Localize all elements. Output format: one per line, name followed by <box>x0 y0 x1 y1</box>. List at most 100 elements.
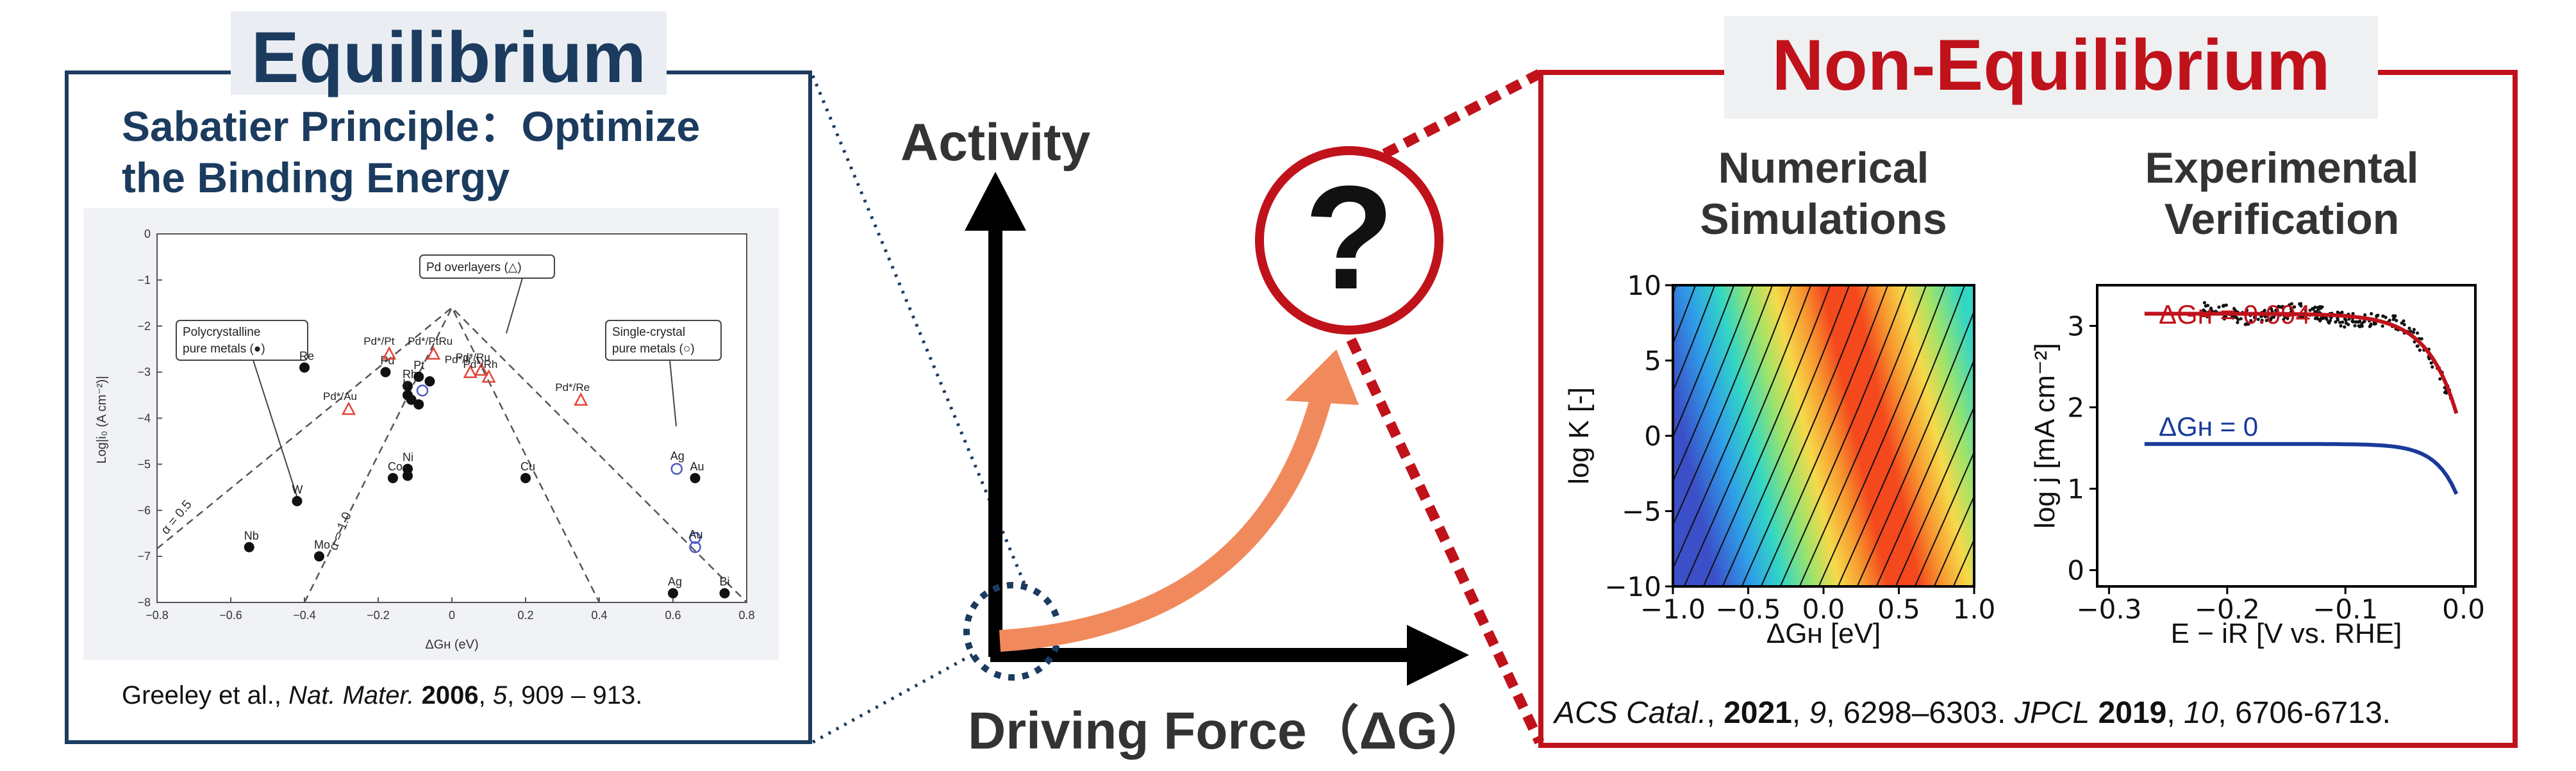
exp-data-point <box>2224 303 2228 307</box>
exp-data-point <box>2343 325 2347 329</box>
pd-overlayer-point <box>474 362 489 376</box>
volcano-ytick-label: −6 <box>137 504 151 517</box>
exp-data-point <box>2391 314 2395 318</box>
exp-data-point <box>2314 317 2318 320</box>
heatmap-contour <box>1673 285 1735 439</box>
exp-data-point <box>2375 314 2379 318</box>
heatmap-xtick-label: 0.5 <box>1877 593 1920 625</box>
exp-data-point <box>2308 308 2312 312</box>
exp-data-point <box>2249 319 2253 322</box>
pd-overlayer-point <box>481 369 496 383</box>
exp-data-point <box>2407 326 2411 330</box>
volcano-plot: Log|i₀ (A cm⁻²)| ΔGʜ (eV) −0.8−0.6−0.4−0… <box>95 228 755 652</box>
exp-ytick-label: 0 <box>2067 555 2084 586</box>
heatmap-contour <box>1673 285 1754 483</box>
exp-data-point <box>2299 304 2303 308</box>
box-poly-line1: Polycrystalline <box>183 326 260 339</box>
non-equilibrium-citation: ACS Catal., 2021, 9, 6298–6303. JPCL 201… <box>1552 696 2391 730</box>
exp-data-point <box>2239 317 2243 320</box>
metal-point <box>388 472 398 483</box>
metal-point-label: Re <box>299 349 314 362</box>
metal-point-label: Bi <box>720 576 730 588</box>
orange-curve-arrow <box>999 397 1331 652</box>
volcano-xtick-label: −0.6 <box>219 609 242 622</box>
heatmap-ylabel: log K [-] <box>1563 387 1595 485</box>
metal-point <box>299 362 310 373</box>
metal-point-label: Nb <box>244 529 259 542</box>
exp-data-point <box>2415 344 2419 348</box>
box-pd-overlayers: Pd overlayers (△) <box>419 254 555 334</box>
metal-point-label: W <box>292 483 303 496</box>
exp-data-point <box>2270 307 2273 311</box>
box-single-line2: pure metals (○) <box>612 342 695 356</box>
exp-data-point <box>2202 301 2206 304</box>
equilibrium-title-bg <box>231 12 667 95</box>
exp-data-point <box>2301 315 2305 319</box>
exp-title-line2: Verification <box>2165 195 2400 244</box>
pd-overlayer-label: Pd*/Ir <box>445 354 472 366</box>
exp-data-point <box>2316 306 2320 310</box>
exp-blue-curve <box>2144 442 2459 495</box>
exp-data-point <box>2245 308 2249 312</box>
exp-data-point <box>2232 306 2236 311</box>
volcano-line-alpha-10 <box>303 306 601 603</box>
exp-data-point <box>2304 308 2307 312</box>
heatmap-contour <box>1673 285 1716 394</box>
exp-data-point <box>2354 320 2358 324</box>
heatmap-contour <box>1952 538 1974 586</box>
volcano-ylabel: Log|i₀ (A cm⁻²)| <box>95 376 109 463</box>
connector-top-left <box>811 75 1027 587</box>
pd-overlayer-point <box>463 364 478 378</box>
exp-title-line1: Experimental <box>2145 144 2418 192</box>
exp-data-point <box>2368 324 2372 328</box>
box-poly-line2: pure metals (●) <box>183 342 265 356</box>
exp-data-point <box>2353 324 2357 327</box>
exp-data-point <box>2236 320 2239 324</box>
exp-data-point <box>2351 311 2355 315</box>
metal-point <box>292 495 303 506</box>
exp-data-point <box>2370 311 2373 316</box>
heatmap-contour <box>1914 450 1974 586</box>
heatmap-fill <box>1673 285 1974 586</box>
exp-xtick-label: −0.2 <box>2195 593 2260 625</box>
heatmap-contour <box>1722 285 1850 586</box>
volcano-xtick-label: 0.8 <box>738 609 754 622</box>
exp-data-point <box>2252 315 2256 319</box>
exp-frame <box>2096 284 2477 588</box>
pd-overlayer-label: Pd*/Ru <box>456 351 490 363</box>
heatmap-contour <box>1683 285 1812 586</box>
equilibrium-citation: Greeley et al., Nat. Mater. 2006, 5, 909… <box>122 681 642 709</box>
heatmap-contour <box>1837 285 1966 586</box>
volcano-xtick-label: −0.4 <box>293 609 316 622</box>
non-equilibrium-title: Non-Equilibrium <box>1772 25 2330 105</box>
single-crystal-label: Au <box>689 528 703 541</box>
exp-data-point <box>2318 319 2322 323</box>
metal-point-label: Ag <box>668 576 682 588</box>
metal-point <box>314 551 324 562</box>
exp-data-point <box>2314 310 2318 313</box>
volcano-xtick-label: 0.2 <box>517 609 533 622</box>
heatmap-contour <box>1760 285 1889 586</box>
question-circle <box>1255 146 1443 335</box>
equilibrium-title: Equilibrium <box>251 17 646 97</box>
exp-data-point <box>2244 322 2248 326</box>
volcano-xtick-label: −0.8 <box>145 609 169 622</box>
exp-data-point <box>2256 317 2260 321</box>
exp-data-point <box>2311 306 2314 311</box>
metal-point <box>403 381 413 392</box>
volcano-ytick-label: −5 <box>137 458 151 470</box>
exp-data-point <box>2274 308 2278 312</box>
exp-data-point <box>2429 361 2433 365</box>
metal-point <box>668 588 678 599</box>
exp-data-point <box>2431 365 2434 369</box>
heatmap-xlabel: ΔGʜ [eV] <box>1766 618 1881 649</box>
volcano-xtick-label: −0.2 <box>367 609 390 622</box>
exp-data-point <box>2281 304 2284 308</box>
pd-overlayer-label: Pd*/PtRu <box>408 335 453 347</box>
connector-bottom-right <box>1346 337 1545 745</box>
metal-point-label: Pd <box>381 354 395 367</box>
pd-overlayer-label: Pd*/Pt <box>363 335 394 347</box>
heatmap-contour <box>1741 285 1870 586</box>
sabatier-line-2: the Binding Energy <box>122 154 510 201</box>
